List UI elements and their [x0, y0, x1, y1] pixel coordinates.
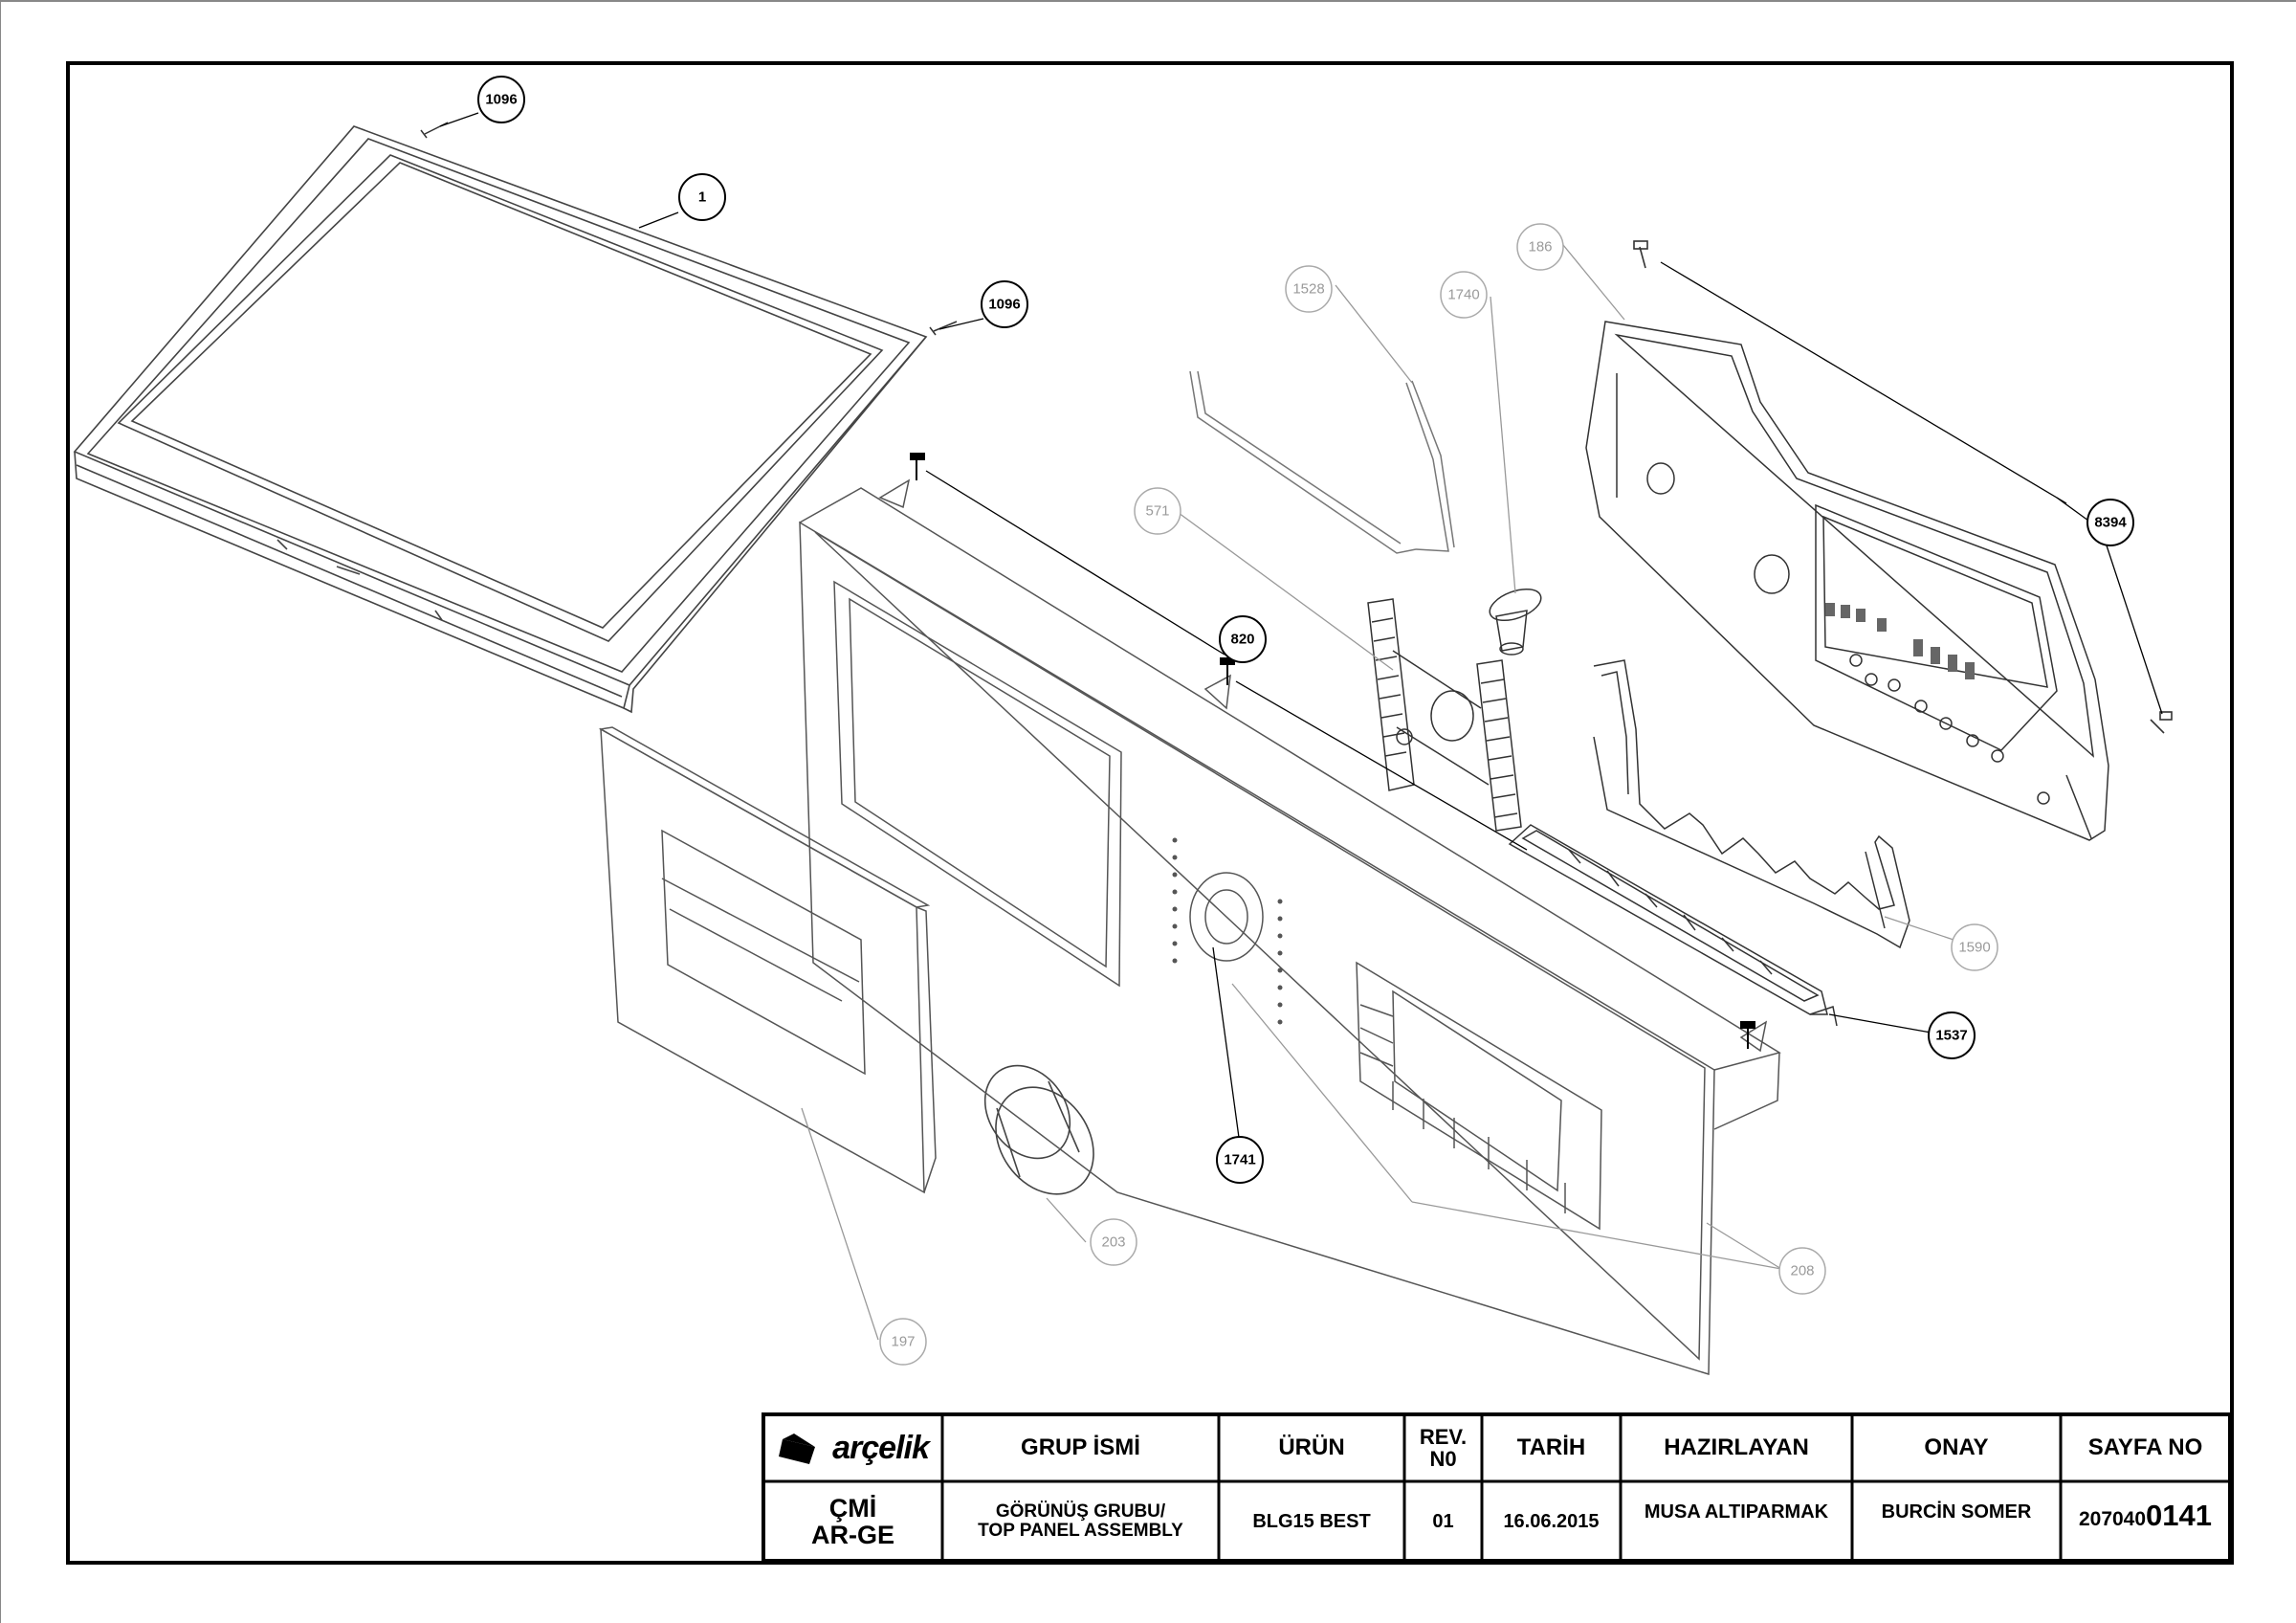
svg-text:8394: 8394 — [2094, 515, 2127, 531]
org-line-1: ÇMİ — [828, 1493, 877, 1523]
screw-1537 — [1740, 1021, 1755, 1029]
leader-lines-grey — [801, 244, 1954, 1341]
svg-text:1537: 1537 — [1935, 1028, 1967, 1044]
callout-1590: 1590 — [1951, 923, 1998, 971]
screw-8394-top — [1633, 240, 1648, 269]
part-electronic-board — [1585, 321, 2109, 841]
callout-8394: 8394 — [2086, 499, 2134, 546]
screw-820 — [1220, 657, 1235, 685]
title-block-grid — [762, 1412, 2232, 1563]
callout-571: 571 — [1134, 487, 1181, 535]
svg-text:1: 1 — [698, 189, 706, 206]
value-date: 16.06.2015 — [1503, 1510, 1600, 1532]
svg-text:186: 186 — [1528, 239, 1552, 256]
drawing-frame — [66, 61, 2234, 1565]
callout-1096-right: 1096 — [981, 280, 1028, 328]
callout-1096-top: 1096 — [477, 76, 525, 123]
svg-text:208: 208 — [1790, 1263, 1814, 1279]
panel-indicator-dots — [1172, 837, 1283, 1025]
screw-1096-right — [929, 321, 958, 336]
value-group-name: GÖRÜNÜŞ GRUBU/ TOP PANEL ASSEMBLY — [944, 1483, 1217, 1560]
callout-208: 208 — [1778, 1247, 1826, 1295]
svg-text:203: 203 — [1101, 1234, 1125, 1251]
value-product: BLG15 BEST — [1252, 1510, 1371, 1532]
header-prepared-by: HAZIRLAYAN — [1664, 1434, 1809, 1461]
callout-1: 1 — [678, 173, 726, 221]
svg-text:820: 820 — [1230, 632, 1254, 648]
arcelik-logo-mark-icon — [779, 1434, 815, 1464]
value-page-no: 207040 0141 — [2063, 1483, 2228, 1560]
part-cover-strip — [1508, 824, 1838, 1027]
screw-8394-bottom — [2150, 711, 2173, 734]
callout-203: 203 — [1090, 1218, 1137, 1266]
org-line-2: AR-GE — [811, 1521, 894, 1549]
header-page-no: SAYFA NO — [2087, 1434, 2203, 1461]
callout-1528: 1528 — [1285, 265, 1333, 313]
svg-text:1741: 1741 — [1224, 1152, 1255, 1168]
arcelik-logo: arçelik — [821, 1416, 940, 1479]
part-wire-holder — [1593, 659, 1910, 949]
svg-text:1528: 1528 — [1292, 281, 1324, 298]
value-rev-no: 01 — [1432, 1510, 1454, 1532]
callout-197: 197 — [879, 1318, 927, 1366]
part-button-holder — [1367, 598, 1522, 832]
part-drawer-front — [598, 726, 937, 1194]
svg-text:1590: 1590 — [1958, 940, 1990, 956]
header-date: TARİH — [1516, 1434, 1586, 1461]
value-approval: BURCİN SOMER — [1881, 1501, 2032, 1523]
callout-1537: 1537 — [1928, 1012, 1976, 1059]
svg-text:197: 197 — [891, 1334, 915, 1350]
header-rev-no: REV. N0 — [1419, 1424, 1468, 1471]
header-approval: ONAY — [1924, 1434, 1989, 1461]
callout-1741: 1741 — [1216, 1136, 1264, 1184]
logo-text: arçelik — [832, 1429, 930, 1466]
svg-text:1740: 1740 — [1447, 287, 1479, 303]
callout-820: 820 — [1219, 615, 1267, 663]
callout-186: 186 — [1516, 223, 1564, 271]
svg-text:1096: 1096 — [485, 92, 517, 108]
part-rod — [1189, 370, 1455, 554]
callout-1740: 1740 — [1440, 271, 1488, 319]
part-shaft — [1489, 588, 1542, 656]
org-label: ÇMİ AR-GE — [765, 1483, 940, 1560]
svg-text:571: 571 — [1145, 503, 1169, 520]
header-product: ÜRÜN — [1278, 1434, 1345, 1461]
header-group-name: GRUP İSMİ — [1021, 1434, 1140, 1461]
svg-text:1096: 1096 — [988, 297, 1020, 313]
part-control-panel — [799, 478, 1781, 1376]
screw-panel-top — [910, 453, 925, 480]
board-display-segments — [1825, 603, 1975, 679]
value-prepared-by: MUSA ALTIPARMAK — [1644, 1501, 1829, 1523]
page-no-main: 0141 — [2146, 1499, 2213, 1532]
part-top-lid — [73, 125, 928, 714]
group-name-line-1: GÖRÜNÜŞ GRUBU/ — [995, 1501, 1166, 1523]
part-knob — [983, 1064, 1094, 1195]
page-no-prefix: 207040 — [2078, 1508, 2147, 1530]
group-name-line-2: TOP PANEL ASSEMBLY — [978, 1521, 1183, 1541]
